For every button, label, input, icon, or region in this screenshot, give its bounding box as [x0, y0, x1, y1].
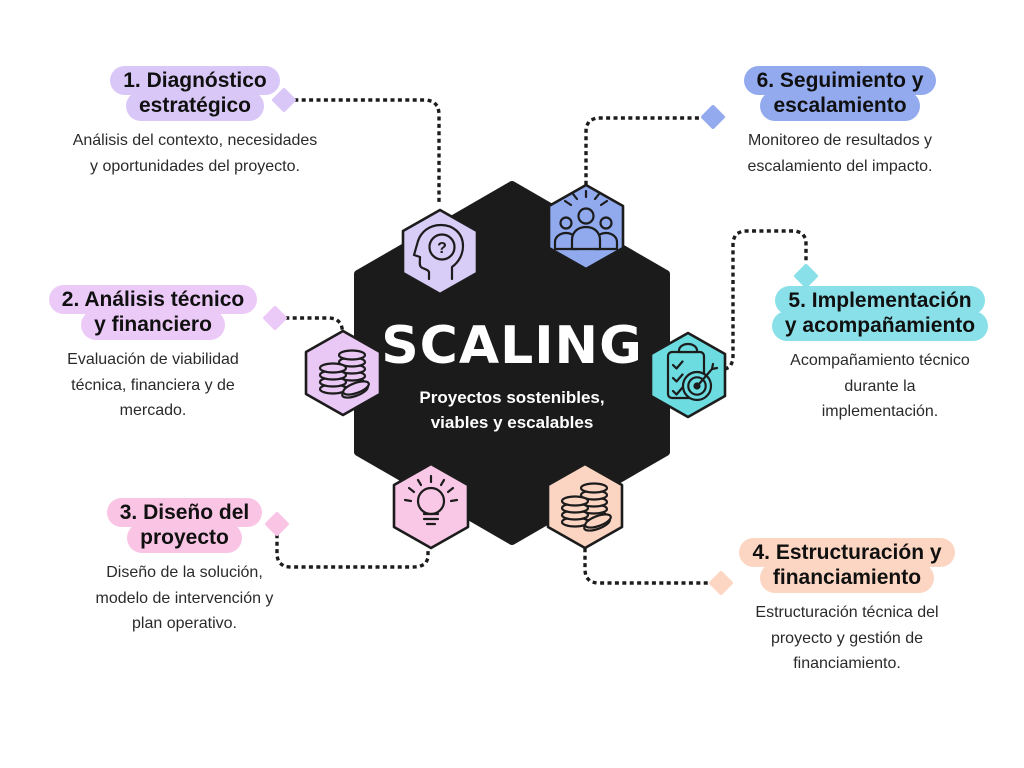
step-1-title: 1. Diagnóstico estratégico [30, 66, 360, 121]
connector-step3 [275, 534, 430, 569]
hexagon-step1: ? [401, 208, 479, 296]
lightbulb-icon [403, 474, 459, 526]
step-1-title-line2: estratégico [125, 91, 265, 121]
step-1: 1. Diagnóstico estratégico Análisis del … [30, 66, 360, 179]
connector-step2 [285, 316, 345, 331]
step-1-title-line1: 1. Diagnóstico [110, 66, 280, 96]
step-6-description: Monitoreo de resultados y escalamiento d… [747, 131, 933, 175]
step-3: 3. Diseño del proyecto Diseño de la solu… [62, 498, 307, 637]
step-6: 6. Seguimiento y escalamiento Monitoreo … [712, 66, 968, 179]
hexagon-step4 [546, 462, 624, 550]
step-3-title-line2: proyecto [127, 523, 242, 553]
step-3-title-line1: 3. Diseño del [106, 498, 263, 528]
team-icon [553, 189, 619, 251]
diamond-step4 [709, 571, 733, 595]
coins-icon [318, 349, 370, 399]
step-2: 2. Análisis técnico y financiero Evaluac… [22, 285, 284, 424]
step-2-title: 2. Análisis técnico y financiero [22, 285, 284, 340]
hexagon-step5 [649, 331, 727, 419]
step-5-description: Acompañamiento técnico durante la implem… [790, 351, 970, 421]
step-4-title-line1: 4. Estructuración y [739, 538, 955, 568]
step-4: 4. Estructuración y financiamiento Estru… [716, 538, 978, 677]
step-4-title: 4. Estructuración y financiamiento [716, 538, 978, 593]
diamond-step1 [272, 88, 296, 112]
coins-icon [560, 482, 612, 532]
diamond-step6 [701, 105, 725, 129]
step-6-title: 6. Seguimiento y escalamiento [712, 66, 968, 121]
diamond-step5 [794, 264, 818, 288]
step-2-title-line2: y financiero [81, 310, 225, 340]
step-5-title: 5. Implementación y acompañamiento [752, 286, 1008, 341]
step-5: 5. Implementación y acompañamiento Acomp… [752, 286, 1008, 425]
hexagon-step6 [547, 183, 625, 271]
question-glyph: ? [437, 240, 447, 257]
center-title: SCALING [381, 316, 643, 376]
step-4-title-line2: financiamiento [759, 563, 935, 593]
head-question-icon: ? [412, 223, 465, 281]
step-6-title-line1: 6. Seguimiento y [743, 66, 937, 96]
center-label: SCALING Proyectos sostenibles, viables y… [372, 316, 652, 435]
step-4-description: Estructuración técnica del proyecto y ge… [755, 603, 939, 673]
hexagon-step2 [304, 329, 382, 417]
step-5-title-line2: y acompañamiento [771, 311, 989, 341]
clipboard-target-icon [666, 342, 719, 402]
connector-step1 [294, 98, 441, 209]
step-6-title-line2: escalamiento [760, 91, 920, 121]
diamond-step2 [263, 306, 287, 330]
hexagon-step3 [392, 462, 470, 550]
center-subtitle: Proyectos sostenibles, viables y escalab… [419, 388, 605, 432]
step-2-description: Evaluación de viabilidad técnica, financ… [67, 350, 239, 420]
step-1-description: Análisis del contexto, necesidades y opo… [72, 131, 318, 175]
connector-step4 [583, 548, 710, 585]
connector-step5 [717, 229, 808, 371]
diamond-step3 [265, 512, 289, 536]
step-5-title-line1: 5. Implementación [775, 286, 985, 316]
step-2-title-line1: 2. Análisis técnico [48, 285, 258, 315]
step-3-title: 3. Diseño del proyecto [62, 498, 307, 553]
connector-step6 [584, 116, 702, 185]
step-3-description: Diseño de la solución, modelo de interve… [95, 563, 274, 633]
